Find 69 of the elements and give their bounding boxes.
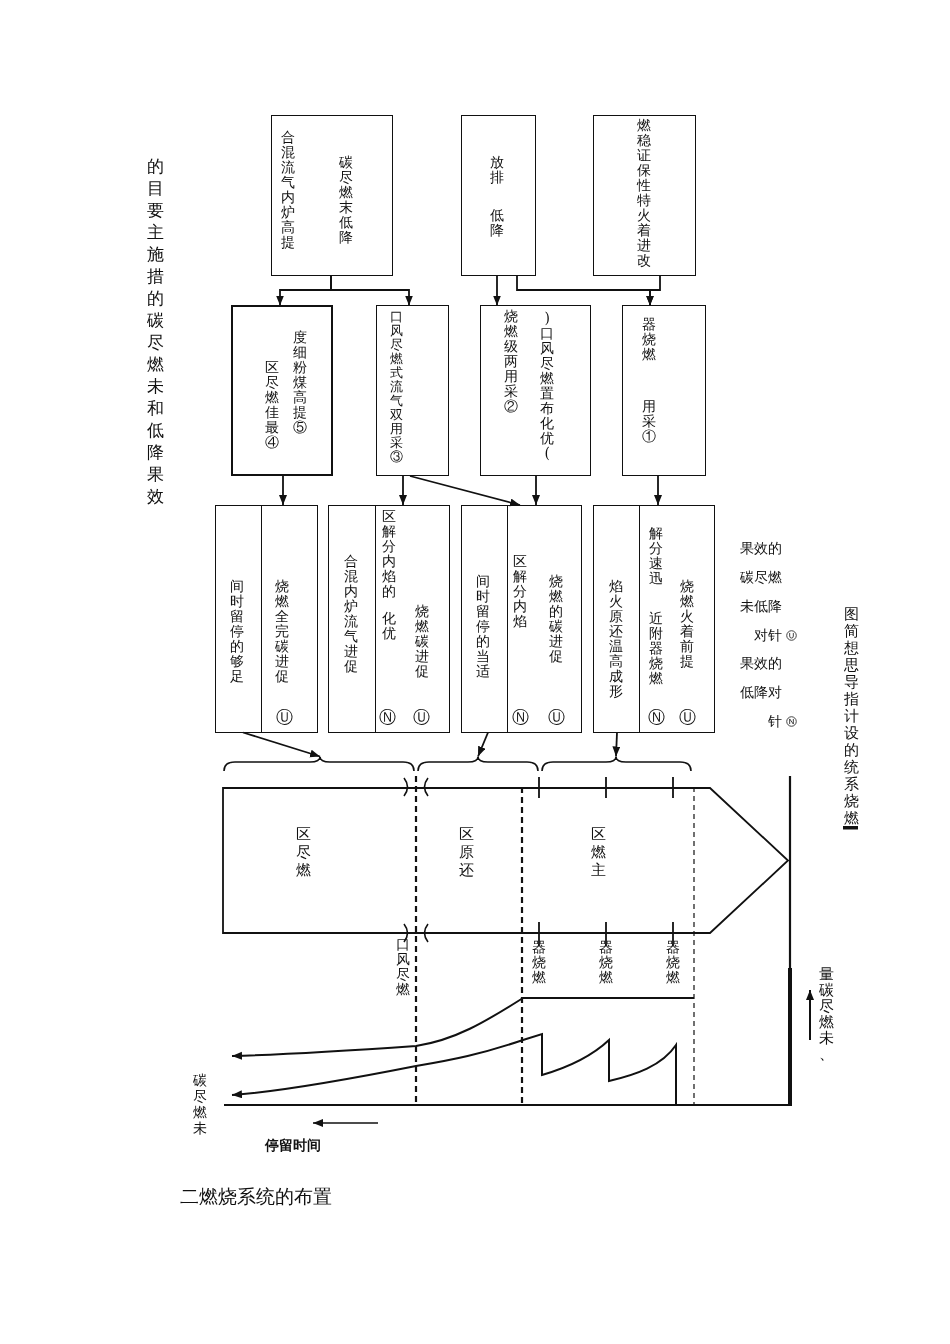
arrow [330, 275, 413, 307]
node-text: 烧燃级两用采② [503, 309, 519, 415]
node-text: 烧燃全完碳进促 [274, 579, 290, 684]
part-label: 器烧燃 [598, 940, 614, 985]
node-text: 解分速迅 [648, 526, 664, 586]
arrow [646, 275, 661, 307]
node-text: 焰火原还温高成形 [608, 579, 624, 699]
process-box [480, 305, 591, 476]
node-text: 间时留停的够足 [229, 579, 245, 684]
curly-brace [541, 756, 692, 771]
node-text: 用采① [641, 399, 657, 445]
node-text: 区原还 [458, 825, 474, 879]
node-text: 合混内炉流气进促 [343, 554, 359, 674]
node-text: 区燃主 [590, 825, 606, 879]
node-text: 间时留停的当适 [475, 574, 491, 679]
node-text: 区解分内焰 [512, 554, 528, 629]
axis-label: 碳尽燃未 [192, 1072, 208, 1136]
axis-label: 停留时间 [265, 1137, 321, 1154]
legend-text: 果效的碳尽燃未低降对针 [739, 539, 782, 645]
effect-symbol: Ⓤ [678, 707, 696, 727]
node-text: 合混流气内炉高提 [280, 129, 295, 250]
process-box [376, 305, 449, 476]
curly-brace [223, 756, 415, 771]
effect-symbol: Ⓤ [547, 707, 565, 727]
node-text: 烧燃的碳进促 [548, 574, 564, 664]
node-text: 碳尽燃末低降 [338, 154, 353, 245]
arrow [654, 475, 662, 506]
arrow [242, 731, 321, 758]
part-label: 口风尽燃 [395, 937, 411, 997]
effect-symbol: Ⓤ [275, 707, 293, 727]
arrow [477, 731, 489, 758]
curly-brace [417, 756, 539, 771]
node-text: 放排 [489, 154, 504, 185]
vertical-heading: 的目要主施措的碳尽燃未和低降果效 [146, 155, 164, 507]
effect-symbol: Ⓝ [511, 707, 529, 727]
node-text: 区尽燃佳最④ [264, 359, 279, 450]
node-text: )口风尽燃置布化优( [539, 311, 555, 462]
effect-symbol: Ⓤ [412, 707, 430, 727]
axis-label: 量碳尽燃未、 [818, 966, 834, 1062]
process-box [271, 115, 393, 276]
process-box [593, 115, 696, 276]
arrow [612, 731, 621, 758]
node-text: 度细粉煤高提⑤ [292, 329, 307, 435]
section-heading: 二燃烧系统的布置 [180, 1185, 332, 1208]
node-text: 区尽燃 [295, 825, 311, 879]
node-text: 口风尽燃式流气双用采③ [389, 310, 403, 465]
process-box [231, 305, 333, 476]
node-text: 近附器烧燃 [648, 611, 664, 686]
node-text: 器烧燃 [641, 317, 657, 363]
part-label: 器烧燃 [665, 940, 681, 985]
furnace-outline [222, 787, 790, 934]
part-label: 器烧燃 [531, 940, 547, 985]
process-box [461, 115, 536, 276]
node-text: 低降 [489, 207, 504, 238]
node-text: 烧燃火着前提 [679, 579, 695, 669]
effect-symbol: Ⓝ [378, 707, 396, 727]
arrow [399, 475, 407, 506]
effect-symbol: Ⓝ [647, 707, 665, 727]
arrow [279, 475, 287, 506]
node-text: 化优 [381, 611, 397, 641]
node-text: 烧燃碳进促 [414, 604, 430, 679]
node-text: 燃稳证保性特火着进改 [636, 117, 651, 268]
figure-caption: 图简想思导指计设的统系烧燃 [843, 606, 859, 827]
arrow [493, 275, 501, 307]
arrow [532, 475, 540, 506]
process-box [622, 305, 706, 476]
node-text: 区解分内焰的 [381, 509, 397, 599]
legend-text: 果效的低降对针 [739, 654, 782, 731]
arrow [409, 475, 521, 507]
